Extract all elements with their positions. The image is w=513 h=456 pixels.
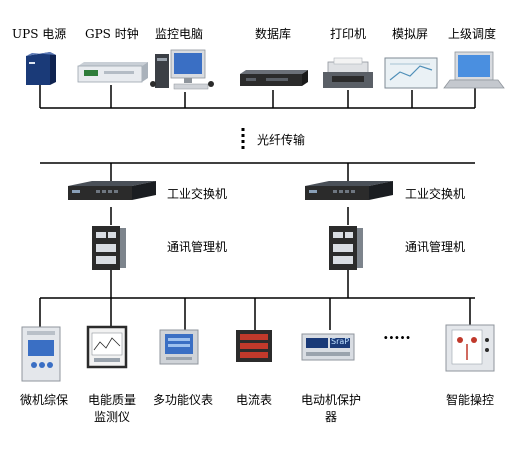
industrial-switch-right-picture	[305, 181, 393, 200]
relay-protection-picture	[21, 326, 61, 382]
label-industrial-switch-left: 工业交换机	[167, 187, 228, 201]
ups-device-picture	[26, 52, 56, 85]
label-database: 数据库	[255, 27, 292, 41]
label-fiber-transmission: 光纤传输	[257, 133, 306, 147]
label-relay-protection: 微机综保	[19, 393, 68, 407]
label-motor-protector-line1: 电动机保护	[300, 393, 361, 407]
label-printer: 打印机	[330, 27, 367, 41]
industrial-switch-left-picture	[68, 181, 156, 200]
label-monitor-pc: 监控电脑	[155, 27, 204, 41]
comm-manager-left-picture	[92, 226, 126, 270]
label-comm-manager-right: 通讯管理机	[405, 240, 466, 254]
label-comm-manager-left: 通讯管理机	[167, 240, 228, 254]
smart-control-picture	[445, 324, 495, 372]
motor-protector-display-text: SraP	[331, 337, 350, 346]
label-motor-protector-line2: 器	[324, 410, 337, 424]
label-power-quality-line1: 电能质量	[87, 393, 136, 407]
comm-manager-right-picture	[329, 226, 363, 270]
gps-clock-picture	[77, 62, 148, 83]
database-picture	[240, 70, 308, 86]
label-industrial-switch-right: 工业交换机	[405, 187, 466, 201]
label-ammeter: 电流表	[235, 393, 272, 407]
label-power-quality-line2: 监测仪	[93, 410, 130, 424]
motor-protector-picture	[301, 333, 355, 361]
ellipsis-more-devices: ·····	[383, 328, 411, 347]
label-multi-function-meter: 多功能仪表	[152, 393, 213, 407]
ammeter-picture	[236, 330, 272, 362]
printer-picture	[323, 57, 373, 88]
label-simulation-screen: 模拟屏	[392, 27, 429, 41]
simulation-screen-picture	[384, 57, 438, 89]
multi-function-meter-picture	[159, 329, 199, 365]
label-gps-clock: GPS 时钟	[85, 27, 139, 41]
power-quality-monitor-picture	[86, 325, 128, 369]
laptop-picture	[443, 51, 505, 89]
label-ups-power: UPS 电源	[12, 27, 67, 41]
label-smart-control: 智能操控	[445, 393, 494, 407]
label-upper-dispatch: 上级调度	[448, 27, 497, 41]
monitor-pc-picture	[150, 49, 214, 90]
